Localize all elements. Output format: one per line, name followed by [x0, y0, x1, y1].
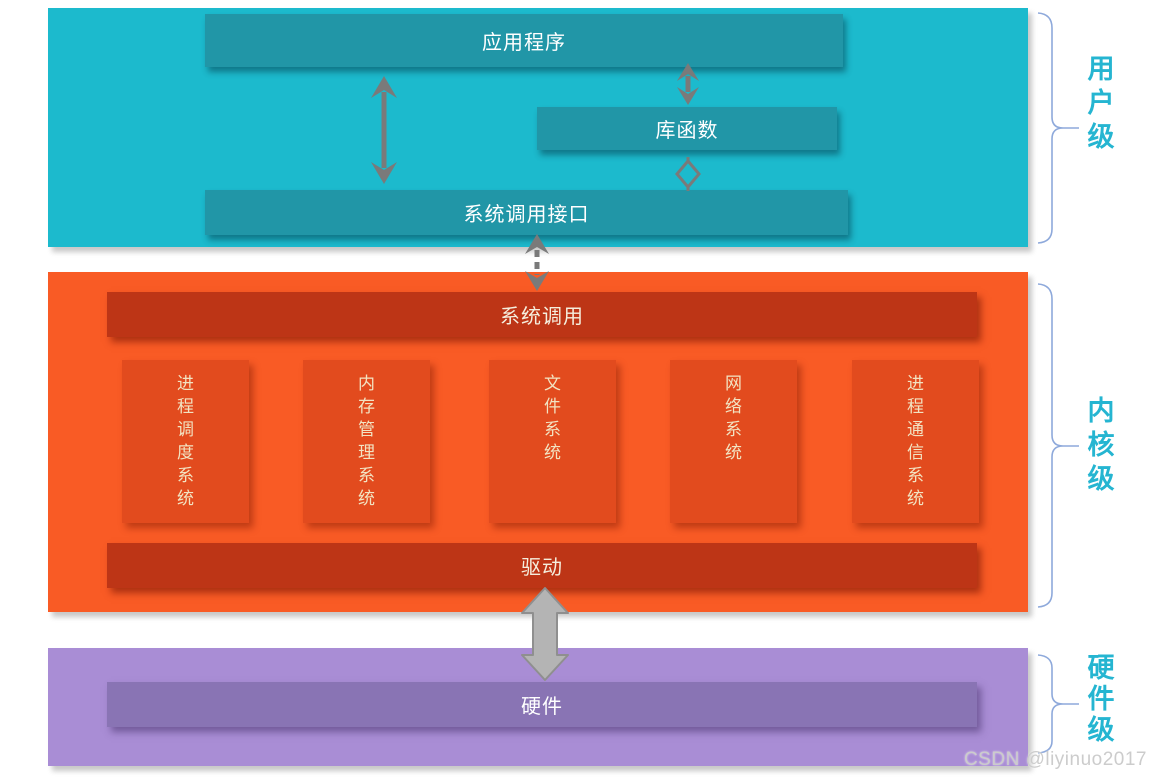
- subsystem-box-file-system: 文 件 系 统: [489, 360, 616, 523]
- application-box-label: 应用程序: [482, 32, 566, 54]
- syscall-bar-label: 系统调用: [500, 306, 584, 328]
- hardware-level-brace: [1037, 654, 1079, 754]
- library-functions-box-label: 库函数: [655, 120, 719, 142]
- driver-bar: 驱动: [107, 543, 977, 588]
- kernel-level-panel: 系统调用 进 程 调 度 系 统 内 存 管 理 系 统 文 件 系 统 网 络…: [48, 272, 1028, 612]
- hardware-level-panel: 硬件: [48, 648, 1028, 766]
- subsystem-box-network-system: 网 络 系 统: [670, 360, 797, 523]
- hardware-box: 硬件: [107, 682, 977, 727]
- application-box: 应用程序: [205, 14, 843, 67]
- hardware-level-label: 硬 件 级: [1087, 653, 1115, 745]
- subsystem-box-memory-management: 内 存 管 理 系 统: [303, 360, 430, 523]
- syscall-bar: 系统调用: [107, 292, 977, 337]
- syscall-interface-box: 系统调用接口: [205, 190, 848, 235]
- user-level-label: 用 户 级: [1087, 54, 1115, 152]
- driver-bar-label: 驱动: [521, 557, 563, 579]
- user-level-panel: 应用程序 库函数 系统调用接口: [48, 8, 1028, 247]
- subsystem-box-process-scheduling: 进 程 调 度 系 统: [122, 360, 249, 523]
- hardware-box-label: 硬件: [521, 696, 563, 718]
- kernel-level-label: 内 核 级: [1087, 396, 1115, 494]
- watermark: CSDN @liyinuo2017: [963, 749, 1147, 770]
- kernel-level-brace: [1037, 283, 1079, 608]
- library-functions-box: 库函数: [537, 107, 837, 150]
- subsystem-box-ipc-system: 进 程 通 信 系 统: [852, 360, 979, 523]
- user-level-brace: [1037, 12, 1079, 244]
- syscall-interface-box-label: 系统调用接口: [463, 204, 590, 226]
